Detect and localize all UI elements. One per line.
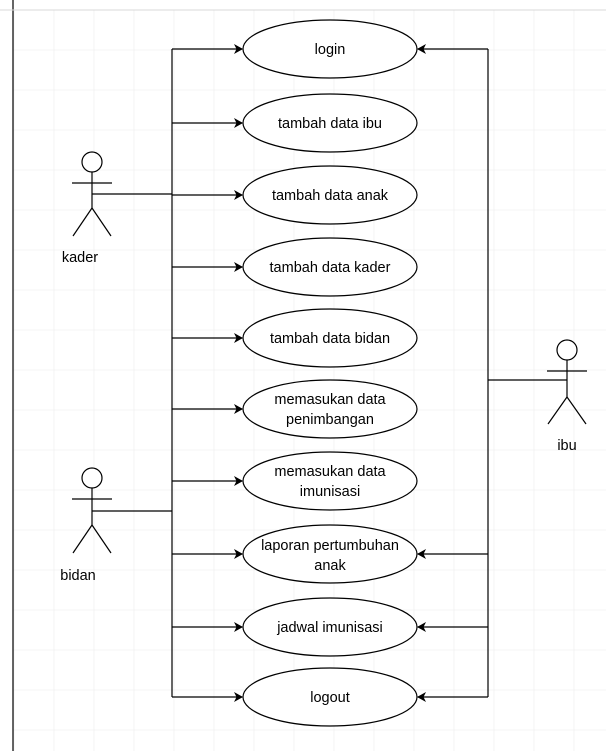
use-case-tambah-data-bidan: tambah data bidan (242, 308, 418, 368)
use-case-memasukan-data-imunisasi: memasukan data imunisasi (242, 451, 418, 511)
actor-kader: kader (62, 151, 112, 266)
use-case-memasukan-data-penimbangan: memasukan data penimbangan (242, 379, 418, 439)
use-case-jadwal-imunisasi: jadwal imunisasi (242, 597, 418, 657)
connector-lines (92, 44, 567, 702)
use-case-logout: logout (242, 667, 418, 727)
actor-stick-figure-icon (72, 467, 112, 554)
use-case-label-line2: penimbangan (286, 412, 374, 428)
use-case-label-line2: imunisasi (300, 484, 360, 500)
use-case-tambah-data-ibu: tambah data ibu (242, 93, 418, 153)
use-case-label: tambah data bidan (270, 331, 390, 347)
use-case-laporan-pertumbuhan-anak: laporan pertumbuhan anak (242, 524, 418, 584)
actor-bidan: bidan (60, 467, 112, 584)
use-case-label-line1: memasukan data (274, 392, 386, 408)
use-case-tambah-data-kader: tambah data kader (242, 237, 418, 297)
use-case-label: login (315, 42, 346, 58)
use-case-login: login (242, 19, 418, 79)
use-case-label: jadwal imunisasi (276, 620, 383, 636)
actor-ibu: ibu (547, 339, 587, 454)
use-case-label: tambah data kader (270, 260, 391, 276)
actor-ibu-label: ibu (557, 438, 576, 454)
actor-bidan-label: bidan (60, 568, 95, 584)
actor-stick-figure-icon (547, 339, 587, 425)
actor-kader-label: kader (62, 250, 98, 266)
actor-stick-figure-icon (72, 151, 112, 237)
actor-group: kader bidan (60, 151, 587, 584)
use-case-tambah-data-anak: tambah data anak (242, 165, 418, 225)
use-case-label: tambah data ibu (278, 116, 382, 132)
use-case-label: tambah data anak (272, 188, 389, 204)
use-case-label-line2: anak (314, 558, 346, 574)
use-case-label-line1: memasukan data (274, 464, 386, 480)
use-case-label-line1: laporan pertumbuhan (261, 538, 399, 554)
use-case-label: logout (310, 690, 350, 706)
use-case-group: login tambah data ibu tambah data anak t… (242, 19, 418, 727)
